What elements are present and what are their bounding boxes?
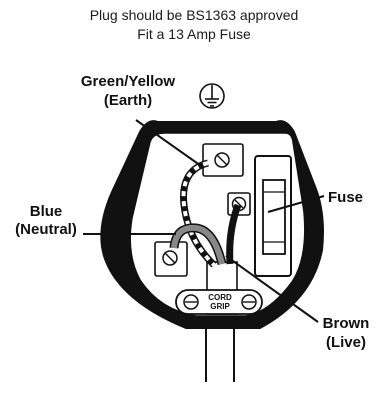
- earth-label-line1: Green/Yellow: [81, 73, 176, 90]
- earth-label-line2: (Earth): [104, 92, 152, 109]
- cord-grip-label-2: GRIP: [210, 302, 230, 311]
- live-label-line2: (Live): [326, 334, 366, 351]
- instruction-approval: Plug should be BS1363 approved: [89, 7, 299, 23]
- fuse-leader-line: [267, 195, 325, 213]
- cord-grip: CORD GRIP: [175, 289, 263, 315]
- fuse-label: Fuse: [328, 189, 363, 206]
- live-leader-line: [225, 255, 319, 323]
- neutral-label-line1: Blue: [30, 203, 63, 220]
- earth-terminal: [202, 143, 244, 177]
- earth-leader-line: [135, 119, 205, 169]
- earth-symbol-icon: [199, 83, 225, 109]
- neutral-label-line2: (Neutral): [15, 221, 77, 238]
- cord-grip-label-1: CORD: [208, 293, 232, 302]
- fuse-cartridge: [262, 179, 286, 255]
- instruction-fuse: Fit a 13 Amp Fuse: [137, 26, 251, 42]
- neutral-terminal: [154, 241, 188, 277]
- live-label-line1: Brown: [323, 315, 370, 332]
